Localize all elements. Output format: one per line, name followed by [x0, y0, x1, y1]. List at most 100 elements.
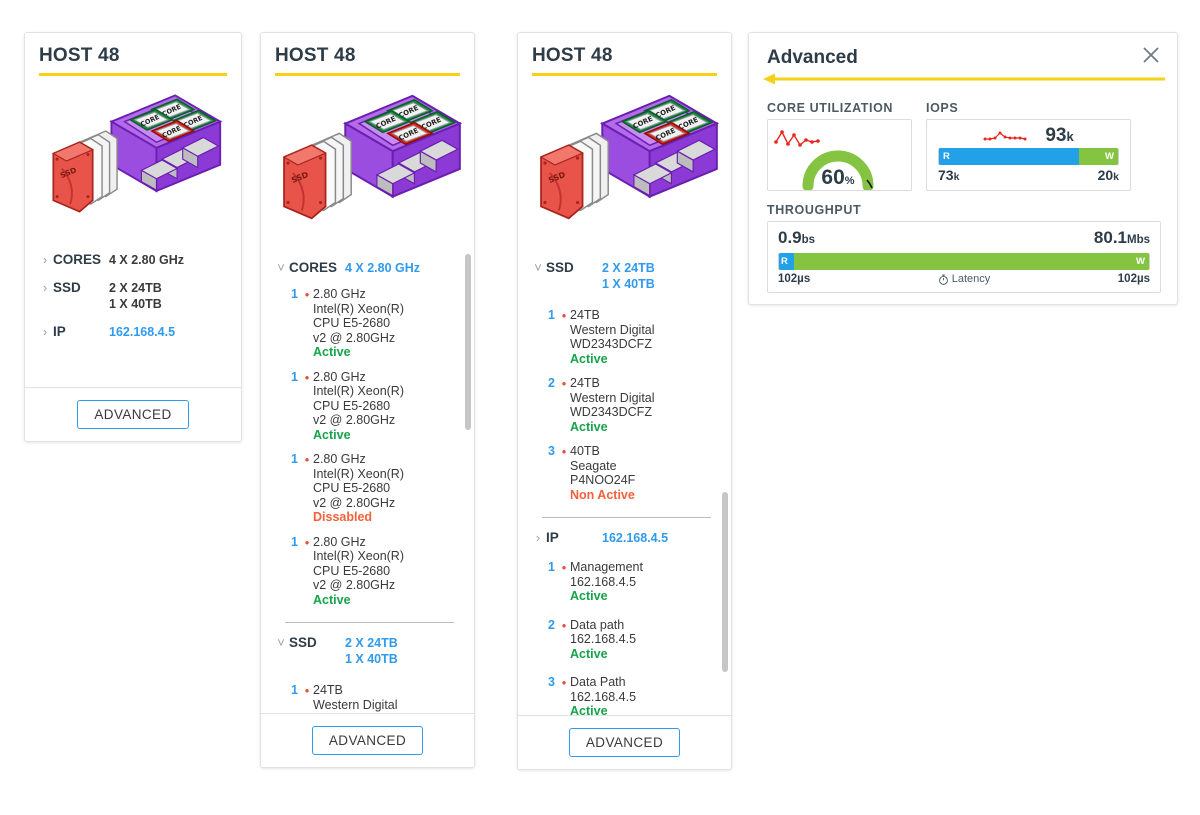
- ssd-vendor: Western Digital: [570, 322, 655, 337]
- spec-value-link[interactable]: 162.168.4.5: [602, 531, 669, 545]
- iops-read-write-bar[interactable]: R W: [938, 148, 1119, 165]
- iops-read-value: 73k: [938, 167, 960, 183]
- chevron-down-icon[interactable]: ˅: [277, 260, 285, 275]
- item-index: 2: [548, 376, 555, 390]
- latency-right-value: 102µs: [1117, 273, 1150, 285]
- spec-row-ip[interactable]: › IP 162.168.4.5: [37, 318, 231, 346]
- advanced-button[interactable]: ADVANCED: [77, 400, 189, 429]
- list-item[interactable]: 1 • 2.80 GHz Intel(R) Xeon(R) CPU E5-268…: [273, 282, 464, 365]
- advanced-button[interactable]: ADVANCED: [311, 726, 424, 755]
- spec-key: SSD: [53, 280, 81, 295]
- ssd-capacity: 24TB: [313, 683, 343, 697]
- ip-role: Management: [570, 560, 643, 574]
- chevron-right-icon[interactable]: ›: [42, 324, 48, 339]
- item-index: 1: [291, 287, 298, 301]
- ip-address: 162.168.4.5: [570, 689, 637, 704]
- iops-read-segment: R: [939, 148, 1079, 165]
- title-underline: [39, 73, 227, 76]
- item-body: Management 162.168.4.5 Active: [570, 560, 643, 604]
- spec-row-ssd[interactable]: › SSD 2 X 24TB 1 X 40TB: [37, 274, 231, 318]
- scrollbar-thumb[interactable]: [465, 254, 471, 430]
- list-item[interactable]: 1 • 2.80 GHz Intel(R) Xeon(R) CPU E5-268…: [273, 447, 464, 530]
- iops-widget: IOPS: [926, 101, 1131, 191]
- chevron-right-icon[interactable]: ›: [535, 530, 541, 545]
- scrollbar-thumb[interactable]: [722, 492, 728, 672]
- list-item[interactable]: 3 • Data Path 162.168.4.5 Active: [530, 666, 721, 715]
- bullet-dot-icon: •: [561, 560, 567, 575]
- core-model: CPU E5-2680: [313, 481, 391, 495]
- spec-row-cores[interactable]: ˅ CORES 4 X 2.80 GHz: [273, 254, 464, 282]
- iops-box: 93k R W 73k 20k: [926, 119, 1131, 191]
- throughput-read-write-bar[interactable]: R W: [778, 253, 1150, 270]
- chevron-down-icon[interactable]: ˅: [277, 635, 285, 650]
- core-clock: v2 @ 2.80GHz: [313, 495, 396, 510]
- ssd-model: P4NOO24F: [570, 473, 636, 487]
- list-item[interactable]: 2 • Data path 162.168.4.5 Active: [530, 609, 721, 667]
- chevron-right-icon[interactable]: ›: [42, 252, 48, 267]
- throughput-read-segment: R: [779, 253, 794, 270]
- spec-value-link[interactable]: 162.168.4.5: [109, 325, 176, 339]
- close-icon[interactable]: [1141, 45, 1161, 70]
- core-speed: 2.80 GHz: [313, 534, 366, 549]
- chevron-right-icon[interactable]: ›: [42, 280, 48, 295]
- ssd-model: WD2343DCFZ: [570, 405, 652, 419]
- spec-row-ip[interactable]: › IP 162.168.4.5: [530, 524, 721, 552]
- section-divider: [285, 622, 454, 623]
- item-body: 2.80 GHz Intel(R) Xeon(R) CPU E5-2680 v2…: [313, 452, 404, 525]
- arrow-left-icon[interactable]: [763, 72, 1167, 86]
- host-card-3[interactable]: HOST 48 ˅ SSD 2 X 24TB 1 X 40TB 1 • 24TB…: [517, 32, 732, 770]
- list-item[interactable]: 3 • 40TB Seagate P4NOO24F Non Active: [530, 439, 721, 507]
- core-utilization-label: CORE UTILIZATION: [767, 101, 894, 115]
- stopwatch-icon: [938, 274, 948, 285]
- title-underline: [532, 73, 717, 76]
- spec-row-cores[interactable]: › CORES 4 X 2.80 GHz: [37, 246, 231, 274]
- status-badge: Active: [570, 646, 608, 661]
- list-item[interactable]: 1 • 2.80 GHz Intel(R) Xeon(R) CPU E5-268…: [273, 365, 464, 448]
- throughput-right-value: 80.1Mbs: [1093, 228, 1150, 247]
- list-item[interactable]: 1 • 24TB Western Digital WD2343DCFZ: [273, 673, 464, 713]
- spec-row-ssd[interactable]: ˅ SSD 2 X 24TB 1 X 40TB: [530, 254, 721, 298]
- bullet-dot-icon: •: [561, 617, 567, 633]
- throughput-left-value: 0.9bs: [778, 228, 816, 247]
- server-illustration-wrap: [25, 76, 241, 242]
- advanced-button[interactable]: ADVANCED: [568, 728, 681, 757]
- latency-label: Latency: [951, 273, 991, 285]
- ssd-vendor: Seagate: [570, 458, 617, 473]
- status-badge: Dissabled: [313, 510, 373, 524]
- ssd-vendor: Western Digital: [570, 390, 655, 405]
- spec-key: SSD: [289, 635, 317, 650]
- status-badge: Active: [570, 704, 608, 715]
- status-badge: Active: [570, 589, 608, 603]
- chevron-down-icon[interactable]: ˅: [534, 260, 542, 275]
- core-vendor: Intel(R) Xeon(R): [313, 466, 404, 481]
- list-item[interactable]: 1 • Management 162.168.4.5 Active: [530, 552, 721, 609]
- list-item[interactable]: 1 • 24TB Western Digital WD2343DCFZ Acti…: [530, 298, 721, 371]
- item-body: 2.80 GHz Intel(R) Xeon(R) CPU E5-2680 v2…: [313, 370, 404, 443]
- list-item[interactable]: 2 • 24TB Western Digital WD2343DCFZ Acti…: [530, 371, 721, 439]
- spec-row-ssd[interactable]: ˅ SSD 2 X 24TB 1 X 40TB: [273, 629, 464, 673]
- core-model: CPU E5-2680: [313, 316, 391, 330]
- host-card-2[interactable]: HOST 48 ˅ CORES 4 X 2.80 GHz 1 • 2.80 GH…: [260, 32, 475, 768]
- bullet-dot-icon: •: [304, 534, 310, 550]
- ssd-capacity: 24TB: [570, 376, 600, 390]
- spec-key: IP: [53, 324, 66, 339]
- iops-write-segment: W: [1078, 148, 1118, 165]
- list-item[interactable]: 1 • 2.80 GHz Intel(R) Xeon(R) CPU E5-268…: [273, 530, 464, 613]
- core-model: CPU E5-2680: [313, 398, 391, 413]
- status-badge: Active: [570, 419, 608, 434]
- bullet-dot-icon: •: [561, 444, 567, 459]
- core-vendor: Intel(R) Xeon(R): [313, 549, 404, 563]
- spec-key: CORES: [289, 260, 338, 275]
- spec-value-line1: 2 X 24TB: [345, 636, 398, 650]
- advanced-panel-header: Advanced: [749, 33, 1177, 70]
- latency-left-value: 102µs: [778, 273, 811, 285]
- throughput-label: THROUGHPUT: [767, 203, 862, 217]
- spec-list: › CORES 4 X 2.80 GHz › SSD 2 X 24TB 1 X …: [25, 242, 241, 387]
- item-index: 3: [548, 444, 555, 458]
- iops-total-value: 93: [1045, 125, 1067, 146]
- item-body: 40TB Seagate P4NOO24F Non Active: [570, 444, 635, 502]
- page-title: HOST 48: [275, 45, 356, 66]
- spec-value-line2: 1 X 40TB: [602, 277, 655, 291]
- status-badge: Active: [313, 592, 351, 607]
- host-card-1[interactable]: HOST 48 › CORES 4 X 2.80 GHz › SSD 2 X 2…: [24, 32, 242, 442]
